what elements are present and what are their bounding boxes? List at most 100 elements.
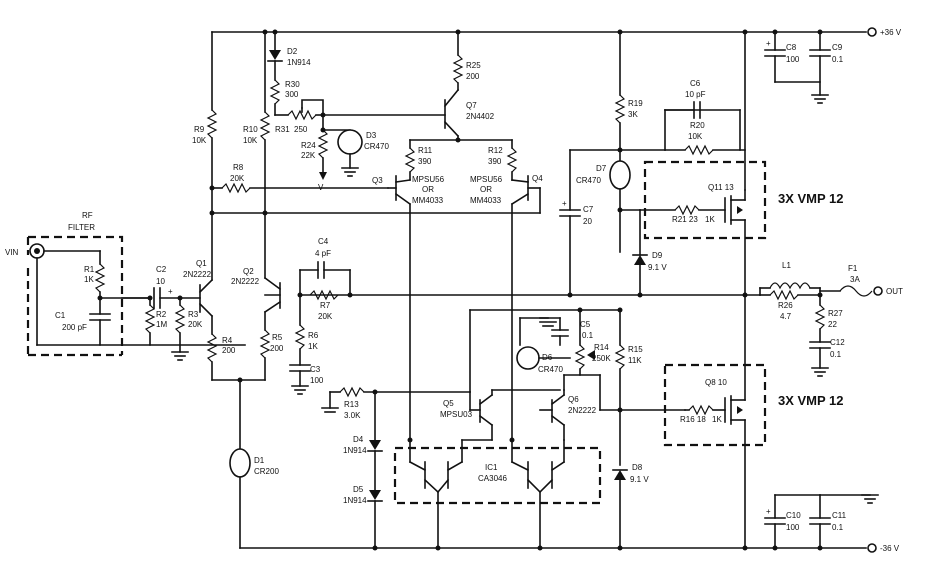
input-label: VIN: [5, 248, 19, 257]
rf-filter: RF FILTER: [26, 211, 124, 357]
c11-value: 0.1: [832, 523, 844, 532]
r1-value: 1K: [84, 275, 94, 284]
r1-ref: R1: [84, 265, 95, 274]
d9-value: 9.1 V: [648, 263, 667, 272]
r3-value: 20K: [188, 320, 203, 329]
l1-ref: L1: [782, 261, 791, 270]
capacitor-c5: C5 0.1: [551, 317, 594, 346]
r3-ref: R3: [188, 310, 199, 319]
d7-value: CR470: [576, 176, 601, 185]
r4-ref: R4: [222, 336, 233, 345]
r15-value: 11K: [628, 356, 642, 365]
potentiometer-r31: R31 250: [275, 99, 324, 134]
positive-rail: +36 V: [211, 27, 902, 37]
c3-ref: C3: [310, 365, 321, 374]
c1-ref: C1: [55, 311, 66, 320]
c8-value: 100: [786, 55, 800, 64]
q4-value-1: MPSU56: [470, 175, 503, 184]
resistor-r8: R8 20K: [221, 163, 389, 194]
q4-value-2: MM4033: [470, 196, 502, 205]
zener-d8: D8 9.1 V: [612, 463, 649, 549]
r26-ref: R26: [778, 301, 793, 310]
r7-ref: R7: [320, 301, 331, 310]
resistor-r10: R10 10K: [243, 111, 271, 214]
diode-d3: D3 CR470: [337, 129, 389, 177]
upper-module-label: 3X VMP 12: [778, 191, 844, 206]
f1-ref: F1: [848, 264, 858, 273]
r2-value: 1M: [156, 320, 167, 329]
q7-ref: Q7: [466, 101, 477, 110]
d8-value: 9.1 V: [630, 475, 649, 484]
capacitor-c11: C11 0.1: [809, 494, 879, 549]
c4-value: 4 pF: [315, 249, 331, 258]
d2-value: 1N914: [287, 58, 311, 67]
capacitor-c8: C8 100 +: [764, 31, 821, 83]
c5-ref: C5: [580, 320, 591, 329]
r4-value: 200: [222, 346, 236, 355]
resistor-r1: R1 1K: [84, 250, 106, 299]
c7-plus: +: [562, 199, 567, 208]
resistor-r27: R27 22: [814, 294, 843, 343]
r20-value: 10K: [688, 132, 703, 141]
c3-value: 100: [310, 376, 324, 385]
r24-ref: R24: [301, 141, 316, 150]
output-terminal: OUT: [873, 286, 903, 296]
r27-ref: R27: [828, 309, 843, 318]
r19-ref: R19: [628, 99, 643, 108]
transistor-q4: Q4 MPSU56 OR MM4033: [470, 174, 543, 441]
r13-value: 3.0K: [344, 411, 361, 420]
d9-ref: D9: [652, 251, 663, 260]
ic1-value: CA3046: [478, 474, 507, 483]
c2-ref: C2: [156, 265, 167, 274]
diode-d6: D6 CR470: [516, 346, 571, 374]
lower-output-module: Q8 10 R16 18 1K: [663, 363, 767, 447]
q8-10-ref: Q8 10: [705, 378, 727, 387]
r8-value: 20K: [230, 174, 245, 183]
d4-value: 1N914: [343, 446, 367, 455]
r12-ref: R12: [488, 146, 503, 155]
negative-rail-label: -36 V: [880, 544, 900, 553]
resistor-r5: R5 200: [259, 329, 284, 381]
ground-r3: [171, 351, 189, 361]
q4-or: OR: [480, 185, 492, 194]
d7-ref: D7: [596, 164, 607, 173]
r5-ref: R5: [272, 333, 283, 342]
r8-ref: R8: [233, 163, 244, 172]
d6-ref: D6: [542, 353, 553, 362]
resistor-r15: R15 11K: [614, 309, 643, 411]
zener-d9: D9 9.1 V: [632, 209, 667, 296]
d5-value: 1N914: [343, 496, 367, 505]
r16-18-value: 1K: [712, 415, 722, 424]
d4-ref: D4: [353, 435, 364, 444]
q6-ref: Q6: [568, 395, 579, 404]
c6-value: 10 pF: [685, 90, 706, 99]
r10-ref: R10: [243, 125, 258, 134]
r25-value: 200: [466, 72, 480, 81]
inductor-l1: L1: [769, 261, 821, 290]
d8-ref: D8: [632, 463, 643, 472]
q4-ref: Q4: [532, 174, 543, 183]
c10-ref: C10: [786, 511, 801, 520]
c7-ref: C7: [583, 205, 594, 214]
diode-d4: D4 1N914: [343, 435, 383, 491]
r20-ref: R20: [690, 121, 705, 130]
negative-rail: -36 V: [239, 543, 900, 553]
c7-value: 20: [583, 217, 592, 226]
resistor-r11: R11 390: [404, 139, 433, 181]
d3-ref: D3: [366, 131, 377, 140]
positive-rail-label: +36 V: [880, 28, 902, 37]
resistor-r3: R3 20K: [174, 297, 203, 353]
resistor-r4: R4 200: [206, 333, 266, 381]
c10-value: 100: [786, 523, 800, 532]
r14-ref: R14: [594, 343, 609, 352]
r25-ref: R25: [466, 61, 481, 70]
resistor-r25: R25 200: [452, 54, 481, 91]
resistor-r12: R12 390: [488, 139, 518, 181]
r6-value: 1K: [308, 342, 318, 351]
capacitor-c4: C4 4 pF: [299, 237, 351, 296]
capacitor-c6: C6 10 pF: [664, 79, 706, 119]
lower-module-label: 3X VMP 12: [778, 393, 844, 408]
r9-ref: R9: [194, 125, 205, 134]
q5-ref: Q5: [443, 399, 454, 408]
